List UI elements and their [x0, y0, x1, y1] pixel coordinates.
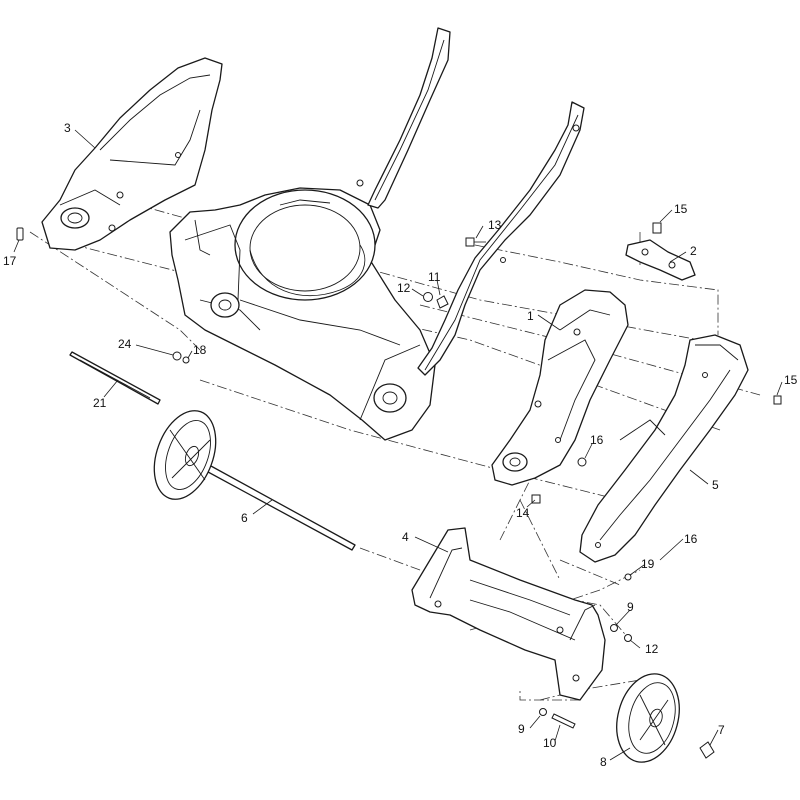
handle-lower [417, 101, 585, 376]
axle [196, 459, 356, 551]
left-wheel [153, 410, 217, 500]
right-wheel [616, 673, 680, 763]
callout-6: 6 [241, 511, 248, 525]
callout-2: 2 [690, 244, 697, 258]
callout-13: 13 [488, 218, 502, 232]
right-side-frame [491, 289, 629, 486]
callout-3: 3 [64, 121, 71, 135]
callout-11: 11 [428, 270, 441, 284]
scraper-blade [69, 351, 161, 405]
callout-8: 8 [600, 755, 607, 769]
callouts: 3 17 13 15 2 11 12 1 15 24 18 21 16 5 14… [3, 121, 798, 769]
hardware [16, 222, 782, 759]
callout-17: 17 [3, 254, 17, 268]
callout-1: 1 [527, 309, 534, 323]
callout-4: 4 [402, 530, 409, 544]
callout-16-upper: 16 [590, 433, 604, 447]
callout-5: 5 [712, 478, 719, 492]
leader-lines [13, 129, 783, 761]
callout-7: 7 [718, 723, 725, 737]
callout-21: 21 [93, 396, 107, 410]
callout-15-upper: 15 [674, 202, 688, 216]
callout-18: 18 [193, 343, 207, 357]
callout-12-lower: 12 [645, 642, 659, 656]
right-side-cover [579, 334, 749, 563]
callout-12-upper: 12 [397, 281, 411, 295]
callout-24: 24 [118, 337, 132, 351]
handle-upper [356, 27, 451, 209]
callout-9-upper: 9 [627, 600, 634, 614]
callout-10: 10 [543, 736, 557, 750]
callout-15-right: 15 [784, 373, 798, 387]
callout-14: 14 [516, 506, 530, 520]
lower-frame [411, 527, 606, 701]
callout-19: 19 [641, 557, 655, 571]
callout-9-lower: 9 [518, 722, 525, 736]
bracket [625, 239, 696, 281]
callout-16-lower: 16 [684, 532, 698, 546]
auger-housing [169, 187, 436, 441]
